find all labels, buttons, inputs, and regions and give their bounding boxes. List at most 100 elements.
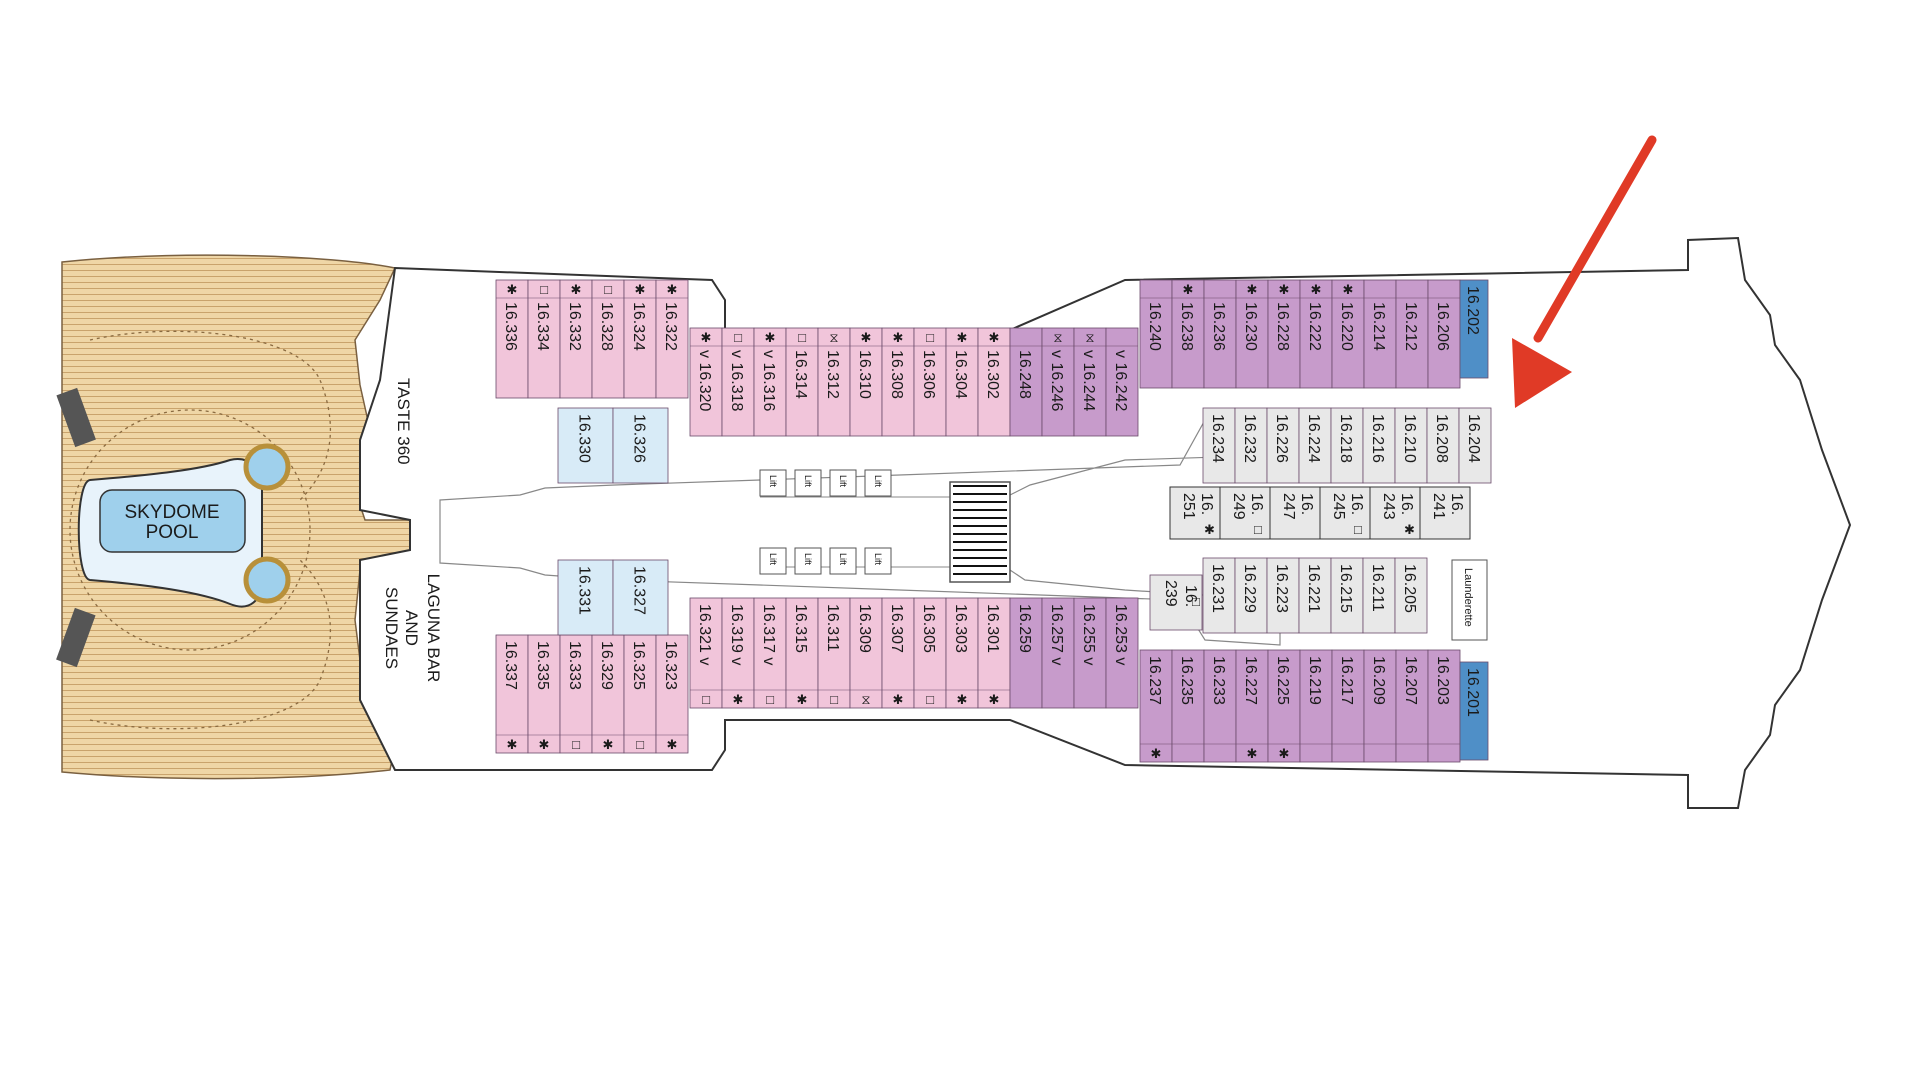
purple-mid-bottom-cabin[interactable]: 16.255 v xyxy=(1073,597,1107,709)
mid-pink-bottom-cabin[interactable]: □16.311 xyxy=(817,597,851,709)
inner-top-cabin[interactable]: 16.216 xyxy=(1362,407,1396,484)
cabin-symbol: ✱ xyxy=(603,737,614,752)
inner-bottom-cabin[interactable]: 16.229 xyxy=(1234,557,1268,634)
mid-pink-bottom-cabin[interactable]: ⧖16.309 xyxy=(849,597,883,709)
mid-pink-bottom-cabin[interactable]: ✱16.319 v xyxy=(721,597,755,709)
fwd-purple-top-cabin[interactable]: 16.206 xyxy=(1427,279,1461,389)
mid-pink-bottom-cabin[interactable]: ✱16.315 xyxy=(785,597,819,709)
lift-label: Lift xyxy=(873,553,883,566)
fwd-purple-bottom-cabin[interactable]: 16.209 xyxy=(1363,649,1397,763)
accessible-bottom-cabin[interactable]: 16.331 xyxy=(557,559,614,636)
inner-bottom-cabin[interactable]: 16.223 xyxy=(1266,557,1300,634)
aft-pink-top-cabin[interactable]: □16.328 xyxy=(591,279,625,399)
mid-pink-top-cabin[interactable]: ✱16.310 xyxy=(849,327,883,437)
purple-mid-bottom-cabin[interactable]: 16.253 v xyxy=(1105,597,1139,709)
fwd-purple-top-cabin[interactable]: ✱16.222 xyxy=(1299,279,1333,389)
purple-mid-bottom-cabin[interactable]: 16.257 v xyxy=(1041,597,1075,709)
blue-top-cabin[interactable]: 16.202 xyxy=(1459,279,1489,379)
purple-mid-top-cabin[interactable]: 16.248 xyxy=(1009,327,1043,437)
cabin-number: 16.238 xyxy=(1178,302,1195,351)
inner-top-cabin[interactable]: 16.218 xyxy=(1330,407,1364,484)
cabin-symbol: ✱ xyxy=(1279,746,1290,761)
mid-pink-top-cabin[interactable]: □v 16.318 xyxy=(721,327,755,437)
fwd-purple-bottom-cabin[interactable]: 16.203 xyxy=(1427,649,1461,763)
inner-small-cabin[interactable]: 16.239□ xyxy=(1149,574,1203,631)
aft-pink-bottom-cabin[interactable]: ✱16.323 xyxy=(655,634,689,754)
inner-bottom-cabin[interactable]: 16.205 xyxy=(1394,557,1428,634)
mid-pink-top-cabin[interactable]: ✱v 16.320 xyxy=(689,327,723,437)
mid-pink-bottom-cabin[interactable]: □16.305 xyxy=(913,597,947,709)
fwd-purple-bottom-cabin[interactable]: 16.235 xyxy=(1171,649,1205,763)
mid-pink-top-cabin[interactable]: ✱v 16.316 xyxy=(753,327,787,437)
inner-top-cabin[interactable]: 16.210 xyxy=(1394,407,1428,484)
fwd-purple-top-cabin[interactable]: ✱16.220 xyxy=(1331,279,1365,389)
cabin-number: 16.336 xyxy=(502,302,519,351)
mid-pink-top-cabin[interactable]: ✱16.308 xyxy=(881,327,915,437)
mid-pink-bottom-cabin[interactable]: ✱16.301 xyxy=(977,597,1011,709)
fwd-purple-bottom-cabin[interactable]: 16.233 xyxy=(1203,649,1237,763)
purple-mid-top-cabin[interactable]: v 16.242 xyxy=(1105,327,1139,437)
fwd-purple-bottom-cabin[interactable]: ✱16.227 xyxy=(1235,649,1269,763)
cabin-number: v 16.320 xyxy=(696,350,713,411)
purple-mid-top-cabin[interactable]: ⧖v 16.244 xyxy=(1073,327,1107,437)
inner-top-cabin[interactable]: 16.234 xyxy=(1202,407,1236,484)
inner-top-cabin[interactable]: 16.232 xyxy=(1234,407,1268,484)
fwd-purple-top-cabin[interactable]: 16.214 xyxy=(1363,279,1397,389)
accessible-top-cabin[interactable]: 16.326 xyxy=(612,407,669,484)
inner-bottom-cabin[interactable]: 16.211 xyxy=(1362,557,1396,634)
mid-pink-bottom-cabin[interactable]: ✱16.307 xyxy=(881,597,915,709)
aft-pink-bottom-cabin[interactable]: □16.333 xyxy=(559,634,593,754)
inner-bottom-cabin[interactable]: 16.215 xyxy=(1330,557,1364,634)
fwd-purple-bottom-cabin[interactable]: 16.219 xyxy=(1299,649,1333,763)
central-cabin[interactable]: 16.247 xyxy=(1269,486,1321,540)
fwd-purple-bottom-cabin[interactable]: 16.217 xyxy=(1331,649,1365,763)
mid-pink-top-cabin[interactable]: ✱16.302 xyxy=(977,327,1011,437)
fwd-purple-bottom-cabin[interactable]: ✱16.237 xyxy=(1139,649,1173,763)
aft-pink-bottom-cabin[interactable]: ✱16.337 xyxy=(495,634,529,754)
aft-pink-top-cabin[interactable]: ✱16.324 xyxy=(623,279,657,399)
cabin-number: 16.208 xyxy=(1433,414,1450,463)
mid-pink-top-cabin[interactable]: ✱16.304 xyxy=(945,327,979,437)
aft-pink-top-cabin[interactable]: □16.334 xyxy=(527,279,561,399)
aft-pink-bottom-cabin[interactable]: ✱16.335 xyxy=(527,634,561,754)
accessible-top-cabin[interactable]: 16.330 xyxy=(557,407,614,484)
purple-mid-top-cabin[interactable]: ⧖v 16.246 xyxy=(1041,327,1075,437)
central-cabin[interactable]: 16.245□ xyxy=(1319,486,1371,540)
aft-pink-bottom-cabin[interactable]: ✱16.329 xyxy=(591,634,625,754)
fwd-purple-top-cabin[interactable]: ✱16.230 xyxy=(1235,279,1269,389)
central-cabin[interactable]: 16.251✱ xyxy=(1169,486,1221,540)
aft-pink-bottom-cabin[interactable]: □16.325 xyxy=(623,634,657,754)
fwd-purple-bottom-cabin[interactable]: ✱16.225 xyxy=(1267,649,1301,763)
mid-pink-bottom-cabin[interactable]: □16.317 v xyxy=(753,597,787,709)
fwd-purple-top-cabin[interactable]: 16.212 xyxy=(1395,279,1429,389)
blue-bottom-cabin[interactable]: 16.201 xyxy=(1459,661,1489,761)
inner-top-cabin[interactable]: 16.208 xyxy=(1426,407,1460,484)
cabin-number: 16.212 xyxy=(1402,302,1419,351)
mid-pink-top-cabin[interactable]: □16.306 xyxy=(913,327,947,437)
fwd-purple-top-cabin[interactable]: ✱16.228 xyxy=(1267,279,1301,389)
fwd-purple-top-cabin[interactable]: ✱16.238 xyxy=(1171,279,1205,389)
mid-pink-bottom-cabin[interactable]: ✱16.303 xyxy=(945,597,979,709)
aft-pink-top-cabin[interactable]: ✱16.336 xyxy=(495,279,529,399)
central-cabin[interactable]: 16.249□ xyxy=(1219,486,1271,540)
inner-bottom-cabin[interactable]: 16.231 xyxy=(1202,557,1236,634)
cabin-number: 16.321 v xyxy=(696,604,713,665)
inner-bottom-cabin[interactable]: 16.221 xyxy=(1298,557,1332,634)
cabin-symbol: ✱ xyxy=(539,737,550,752)
fwd-purple-top-cabin[interactable]: 16.236 xyxy=(1203,279,1237,389)
central-cabin[interactable]: 16.243✱ xyxy=(1369,486,1421,540)
inner-top-cabin[interactable]: 16.226 xyxy=(1266,407,1300,484)
fwd-purple-top-cabin[interactable]: 16.240 xyxy=(1139,279,1173,389)
aft-pink-top-cabin[interactable]: ✱16.332 xyxy=(559,279,593,399)
accessible-bottom-cabin[interactable]: 16.327 xyxy=(612,559,669,636)
mid-pink-top-cabin[interactable]: ⧖16.312 xyxy=(817,327,851,437)
aft-pink-top-cabin[interactable]: ✱16.322 xyxy=(655,279,689,399)
cabin-symbol: ✱ xyxy=(1311,282,1322,297)
inner-top-cabin[interactable]: 16.204 xyxy=(1458,407,1492,484)
mid-pink-bottom-cabin[interactable]: □16.321 v xyxy=(689,597,723,709)
purple-mid-bottom-cabin[interactable]: 16.259 xyxy=(1009,597,1043,709)
inner-top-cabin[interactable]: 16.224 xyxy=(1298,407,1332,484)
central-cabin[interactable]: 16.241 xyxy=(1419,486,1471,540)
mid-pink-top-cabin[interactable]: □16.314 xyxy=(785,327,819,437)
fwd-purple-bottom-cabin[interactable]: 16.207 xyxy=(1395,649,1429,763)
